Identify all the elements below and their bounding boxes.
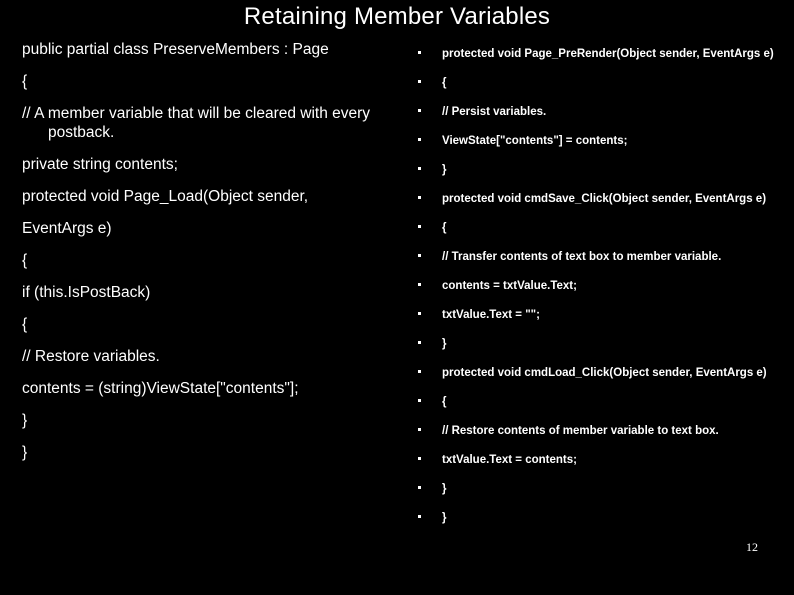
- list-item: {: [414, 212, 794, 241]
- list-item: }: [414, 473, 794, 502]
- square-bullet-icon: [418, 138, 421, 141]
- code-line: if (this.IsPostBack): [22, 283, 432, 302]
- square-bullet-icon: [418, 254, 421, 257]
- square-bullet-icon: [418, 167, 421, 170]
- list-item: // Restore contents of member variable t…: [414, 415, 794, 444]
- list-item: }: [414, 502, 794, 531]
- list-item: txtValue.Text = "";: [414, 299, 794, 328]
- code-line-text: private string contents;: [22, 156, 178, 173]
- list-item-label: }: [442, 164, 447, 176]
- list-item: protected void cmdLoad_Click(Object send…: [414, 357, 794, 386]
- code-line-text: {: [22, 73, 28, 90]
- list-item: {: [414, 67, 794, 96]
- list-item: // Transfer contents of text box to memb…: [414, 241, 794, 270]
- code-line-text: EventArgs e): [22, 220, 112, 237]
- square-bullet-icon: [418, 370, 421, 373]
- square-bullet-icon: [418, 486, 421, 489]
- code-line-text: // Restore variables.: [22, 348, 160, 365]
- code-line-text: contents = (string)ViewState["contents"]…: [22, 380, 299, 397]
- code-line: {: [22, 251, 432, 270]
- code-line: {: [22, 72, 432, 91]
- code-line-continuation: postback.: [48, 124, 115, 141]
- code-line-text: {: [22, 252, 28, 269]
- list-item: protected void Page_PreRender(Object sen…: [414, 38, 794, 67]
- list-item: }: [414, 154, 794, 183]
- list-item: ViewState["contents"] = contents;: [414, 125, 794, 154]
- list-item-label: }: [442, 483, 447, 495]
- code-line-text: protected void Page_Load(Object sender,: [22, 188, 309, 205]
- list-item-label: {: [442, 396, 447, 408]
- code-line: contents = (string)ViewState["contents"]…: [22, 379, 432, 398]
- square-bullet-icon: [418, 515, 421, 518]
- list-item-label: {: [442, 77, 447, 89]
- list-item-label: protected void cmdSave_Click(Object send…: [442, 193, 767, 205]
- code-line: private string contents;: [22, 155, 432, 174]
- code-line: }: [22, 443, 432, 462]
- list-item-label: // Transfer contents of text box to memb…: [442, 251, 722, 263]
- list-item-label: // Restore contents of member variable t…: [442, 425, 719, 437]
- code-line: }: [22, 411, 432, 430]
- list-item: contents = txtValue.Text;: [414, 270, 794, 299]
- square-bullet-icon: [418, 312, 421, 315]
- square-bullet-icon: [418, 457, 421, 460]
- list-item-label: }: [442, 512, 447, 524]
- list-item-label: // Persist variables.: [442, 106, 547, 118]
- list-item-label: {: [442, 222, 447, 234]
- right-code-bullet-list: protected void Page_PreRender(Object sen…: [414, 38, 794, 531]
- list-item-label: }: [442, 338, 447, 350]
- code-line: public partial class PreserveMembers : P…: [22, 40, 432, 59]
- code-line-text: public partial class PreserveMembers : P…: [22, 41, 329, 58]
- code-line: EventArgs e): [22, 219, 432, 238]
- list-item-label: protected void Page_PreRender(Object sen…: [442, 48, 774, 60]
- code-line-text: // A member variable that will be cleare…: [22, 105, 371, 122]
- code-line-text: if (this.IsPostBack): [22, 284, 151, 301]
- code-line: protected void Page_Load(Object sender,: [22, 187, 432, 206]
- square-bullet-icon: [418, 51, 421, 54]
- square-bullet-icon: [418, 196, 421, 199]
- code-line: // Restore variables.: [22, 347, 432, 366]
- square-bullet-icon: [418, 80, 421, 83]
- square-bullet-icon: [418, 399, 421, 402]
- square-bullet-icon: [418, 283, 421, 286]
- square-bullet-icon: [418, 428, 421, 431]
- list-item-label: contents = txtValue.Text;: [442, 280, 577, 292]
- slide-number: 12: [746, 540, 758, 554]
- list-item-label: protected void cmdLoad_Click(Object send…: [442, 367, 767, 379]
- square-bullet-icon: [418, 109, 421, 112]
- code-line-text: }: [22, 444, 28, 461]
- list-item: }: [414, 328, 794, 357]
- list-item: {: [414, 386, 794, 415]
- list-item-label: ViewState["contents"] = contents;: [442, 135, 628, 147]
- square-bullet-icon: [418, 341, 421, 344]
- list-item: txtValue.Text = contents;: [414, 444, 794, 473]
- page-title: Retaining Member Variables: [243, 3, 551, 30]
- code-line-text: }: [22, 412, 28, 429]
- code-line: // A member variable that will be cleare…: [22, 104, 432, 142]
- left-code-column: public partial class PreserveMembers : P…: [22, 40, 432, 475]
- list-item-label: txtValue.Text = "";: [442, 309, 540, 321]
- code-line: {: [22, 315, 432, 334]
- square-bullet-icon: [418, 225, 421, 228]
- code-line-text: {: [22, 316, 28, 333]
- list-item-label: txtValue.Text = contents;: [442, 454, 577, 466]
- list-item: // Persist variables.: [414, 96, 794, 125]
- list-item: protected void cmdSave_Click(Object send…: [414, 183, 794, 212]
